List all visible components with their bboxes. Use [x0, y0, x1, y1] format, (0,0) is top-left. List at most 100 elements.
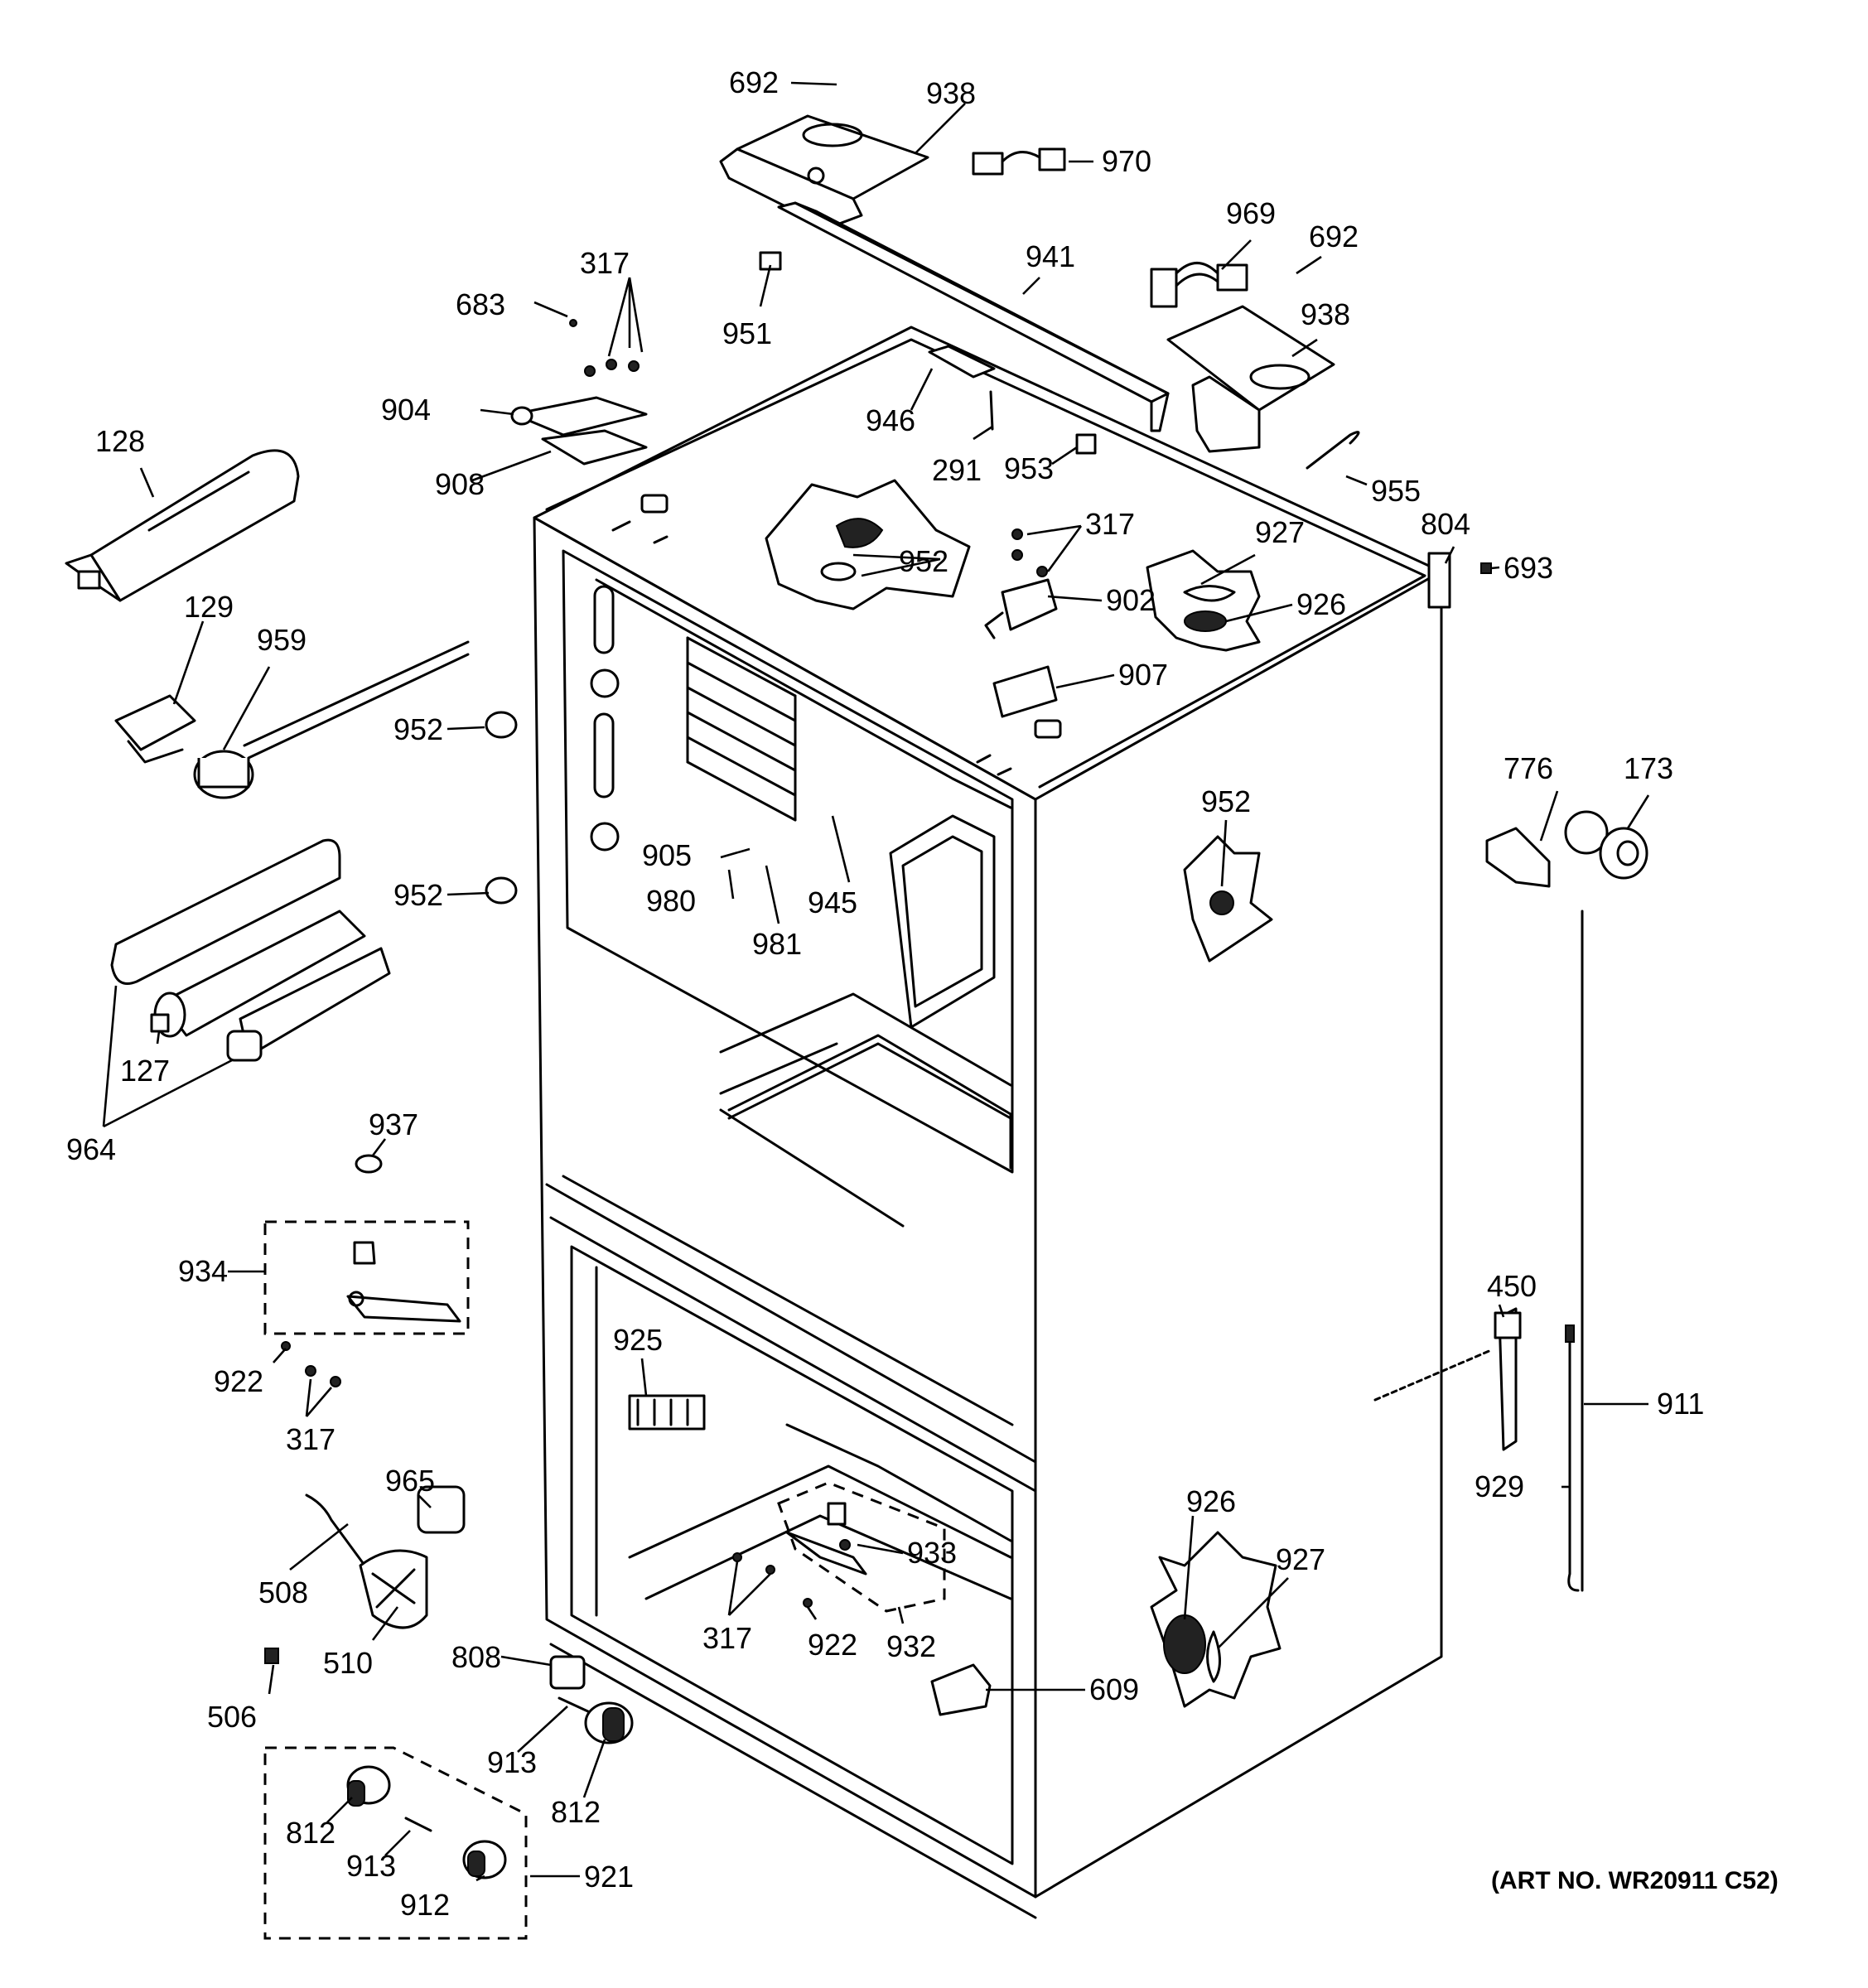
- label-927: 927: [1276, 1542, 1325, 1576]
- clip-776: [1485, 827, 1551, 888]
- label-907: 907: [1118, 658, 1168, 692]
- screw-693: [1480, 562, 1492, 574]
- label-921: 921: [584, 1860, 634, 1894]
- label-965: 965: [385, 1464, 435, 1498]
- leader-lines: [102, 81, 1650, 1882]
- label-683: 683: [456, 287, 505, 321]
- refrigerator-cabinet: [533, 326, 1451, 1919]
- label-913: 913: [487, 1745, 537, 1779]
- gasket-937: [355, 1154, 383, 1174]
- label-953: 953: [1004, 451, 1054, 485]
- label-952: 952: [393, 878, 443, 912]
- valve-959: [193, 640, 470, 799]
- label-908: 908: [435, 467, 485, 501]
- label-922: 922: [808, 1628, 857, 1662]
- hinge-902: [984, 528, 1058, 718]
- label-937: 937: [369, 1107, 418, 1141]
- label-173: 173: [1624, 751, 1673, 785]
- grommet-952-left: [485, 711, 518, 905]
- kit-932: [732, 1481, 946, 1613]
- label-951: 951: [722, 316, 772, 350]
- label-970: 970: [1102, 144, 1151, 178]
- label-812: 812: [551, 1795, 601, 1829]
- harness-970: [972, 147, 1066, 176]
- label-980: 980: [646, 884, 696, 918]
- label-609: 609: [1089, 1672, 1139, 1706]
- probe-929: [1565, 1325, 1580, 1592]
- label-913: 913: [346, 1849, 396, 1883]
- bracket-609: [930, 1663, 992, 1716]
- label-959: 959: [257, 623, 307, 657]
- label-981: 981: [752, 927, 802, 961]
- label-317: 317: [580, 246, 630, 280]
- label-692: 692: [729, 65, 779, 99]
- label-450: 450: [1487, 1269, 1537, 1303]
- hinge-904: [510, 319, 648, 466]
- label-127: 127: [120, 1054, 170, 1088]
- label-776: 776: [1504, 751, 1553, 785]
- label-952: 952: [899, 544, 948, 578]
- patch-927-lower: [1150, 1531, 1282, 1708]
- kit-934: [263, 1220, 470, 1335]
- kit-921: [263, 1746, 528, 1940]
- patch-952-top: [765, 479, 971, 610]
- thermistor-450: [1373, 1307, 1522, 1451]
- label-938: 938: [926, 76, 976, 110]
- label-291: 291: [932, 453, 982, 487]
- rail-941: [777, 201, 1170, 432]
- label-812: 812: [286, 1816, 335, 1850]
- filter-housing-128: [65, 449, 300, 602]
- label-934: 934: [178, 1254, 228, 1288]
- bypass-129: [114, 694, 196, 764]
- label-506: 506: [207, 1700, 257, 1734]
- harness-969: [1150, 262, 1248, 308]
- label-941: 941: [1026, 239, 1075, 273]
- top-cover-left: [719, 114, 929, 229]
- label-508: 508: [258, 1575, 308, 1609]
- label-693: 693: [1504, 551, 1553, 585]
- compressor-drain: [628, 1394, 706, 1431]
- label-938: 938: [1301, 297, 1350, 331]
- label-952: 952: [1201, 784, 1251, 818]
- label-905: 905: [642, 838, 692, 872]
- label-922: 922: [214, 1364, 263, 1398]
- label-933: 933: [907, 1536, 957, 1570]
- label-926: 926: [1186, 1484, 1236, 1518]
- label-911: 911: [1657, 1387, 1704, 1421]
- label-946: 946: [866, 403, 915, 437]
- label-510: 510: [323, 1646, 373, 1680]
- label-317: 317: [286, 1422, 335, 1456]
- label-904: 904: [381, 393, 431, 427]
- label-804: 804: [1421, 507, 1470, 541]
- label-926: 926: [1296, 587, 1346, 621]
- label-932: 932: [886, 1629, 936, 1663]
- label-902: 902: [1106, 583, 1156, 617]
- art-number: (ART NO. WR20911 C52): [1491, 1867, 1779, 1894]
- label-969: 969: [1226, 196, 1276, 230]
- label-692: 692: [1309, 220, 1359, 253]
- label-952: 952: [393, 712, 443, 746]
- label-964: 964: [66, 1132, 116, 1166]
- fitting-173: [1564, 810, 1648, 880]
- label-317: 317: [1085, 507, 1135, 541]
- patch-927-top: [1146, 549, 1261, 652]
- label-925: 925: [613, 1323, 663, 1357]
- small-parts-top: [759, 251, 1360, 470]
- label-808: 808: [451, 1640, 501, 1674]
- label-927: 927: [1255, 515, 1305, 549]
- label-128: 128: [95, 424, 145, 458]
- label-129: 129: [184, 590, 234, 624]
- patch-952-right: [1183, 835, 1273, 963]
- label-317: 317: [702, 1621, 752, 1655]
- fan-510: [264, 1485, 466, 1664]
- screws-lower-left: [281, 1341, 341, 1387]
- part-labels: 692 938 970 969 692 941 938 951 317 683 …: [66, 65, 1704, 1922]
- label-929: 929: [1475, 1469, 1524, 1503]
- filter-cover-964: [110, 838, 391, 1062]
- top-cover-right: [1166, 305, 1335, 453]
- roller-812: [584, 1701, 634, 1744]
- label-955: 955: [1371, 474, 1421, 508]
- label-945: 945: [808, 885, 857, 919]
